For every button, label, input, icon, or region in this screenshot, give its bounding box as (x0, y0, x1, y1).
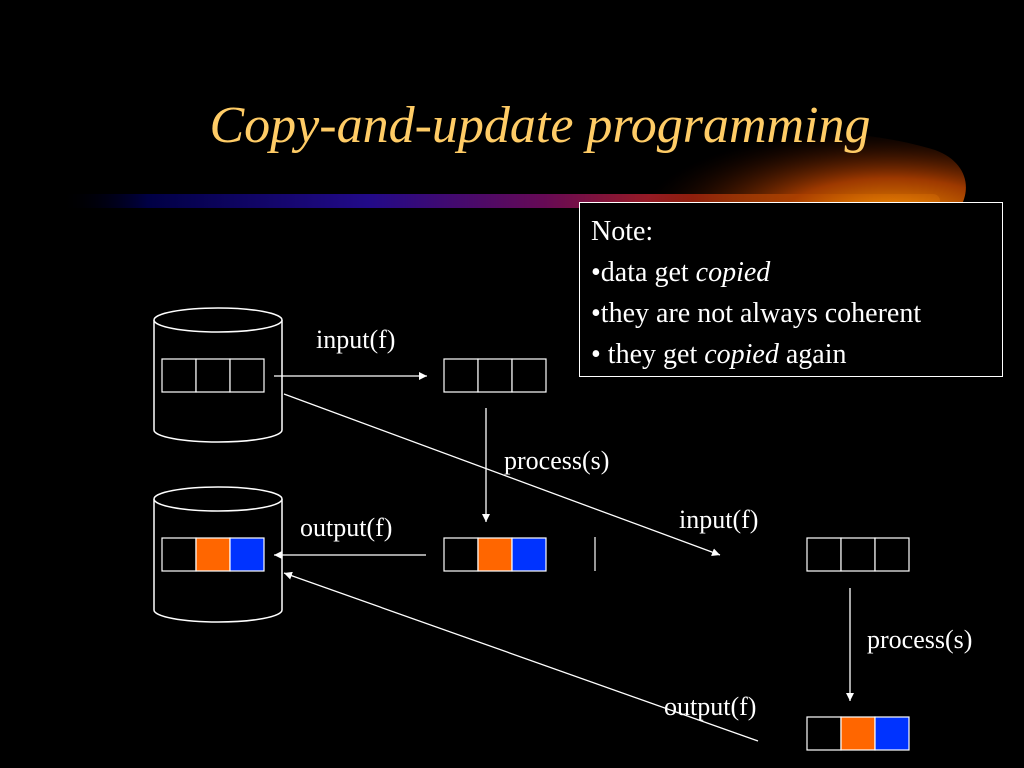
note-box: Note: •data get copied •they are not alw… (579, 202, 1003, 377)
note-line-1-emphasis: copied (695, 257, 771, 288)
arrow-input-right (283, 393, 721, 556)
record-db-top (161, 358, 265, 393)
label-input-right: input(f) (679, 505, 759, 534)
note-line-1-text: •data get (591, 257, 696, 288)
database-cylinder-bottom (153, 486, 283, 623)
note-line-3: • they get copied again (591, 334, 1002, 375)
arrow-output-bottom (283, 571, 759, 742)
note-heading: Note: (591, 216, 654, 247)
note-line-3-text: • they get (591, 339, 705, 370)
label-output-bottom: output(f) (664, 692, 757, 721)
label-output-left: output(f) (300, 513, 393, 542)
record-copy-a-input (443, 358, 547, 393)
label-input-top: input(f) (316, 325, 396, 354)
note-line-1: •data get copied (591, 252, 1002, 293)
database-cylinder-top (153, 307, 283, 443)
record-db-bottom (161, 537, 265, 572)
note-line-3-suffix: again (778, 339, 847, 370)
note-line-3-emphasis: copied (704, 339, 779, 370)
record-copy-b-input (806, 537, 910, 572)
label-process-top: process(s) (504, 446, 610, 475)
record-copy-a-output (443, 537, 547, 572)
slide-title: Copy-and-update programming (209, 97, 871, 154)
note-line-2: •they are not always coherent (591, 298, 922, 329)
record-copy-b-output (806, 716, 910, 751)
label-process-right: process(s) (867, 625, 973, 654)
